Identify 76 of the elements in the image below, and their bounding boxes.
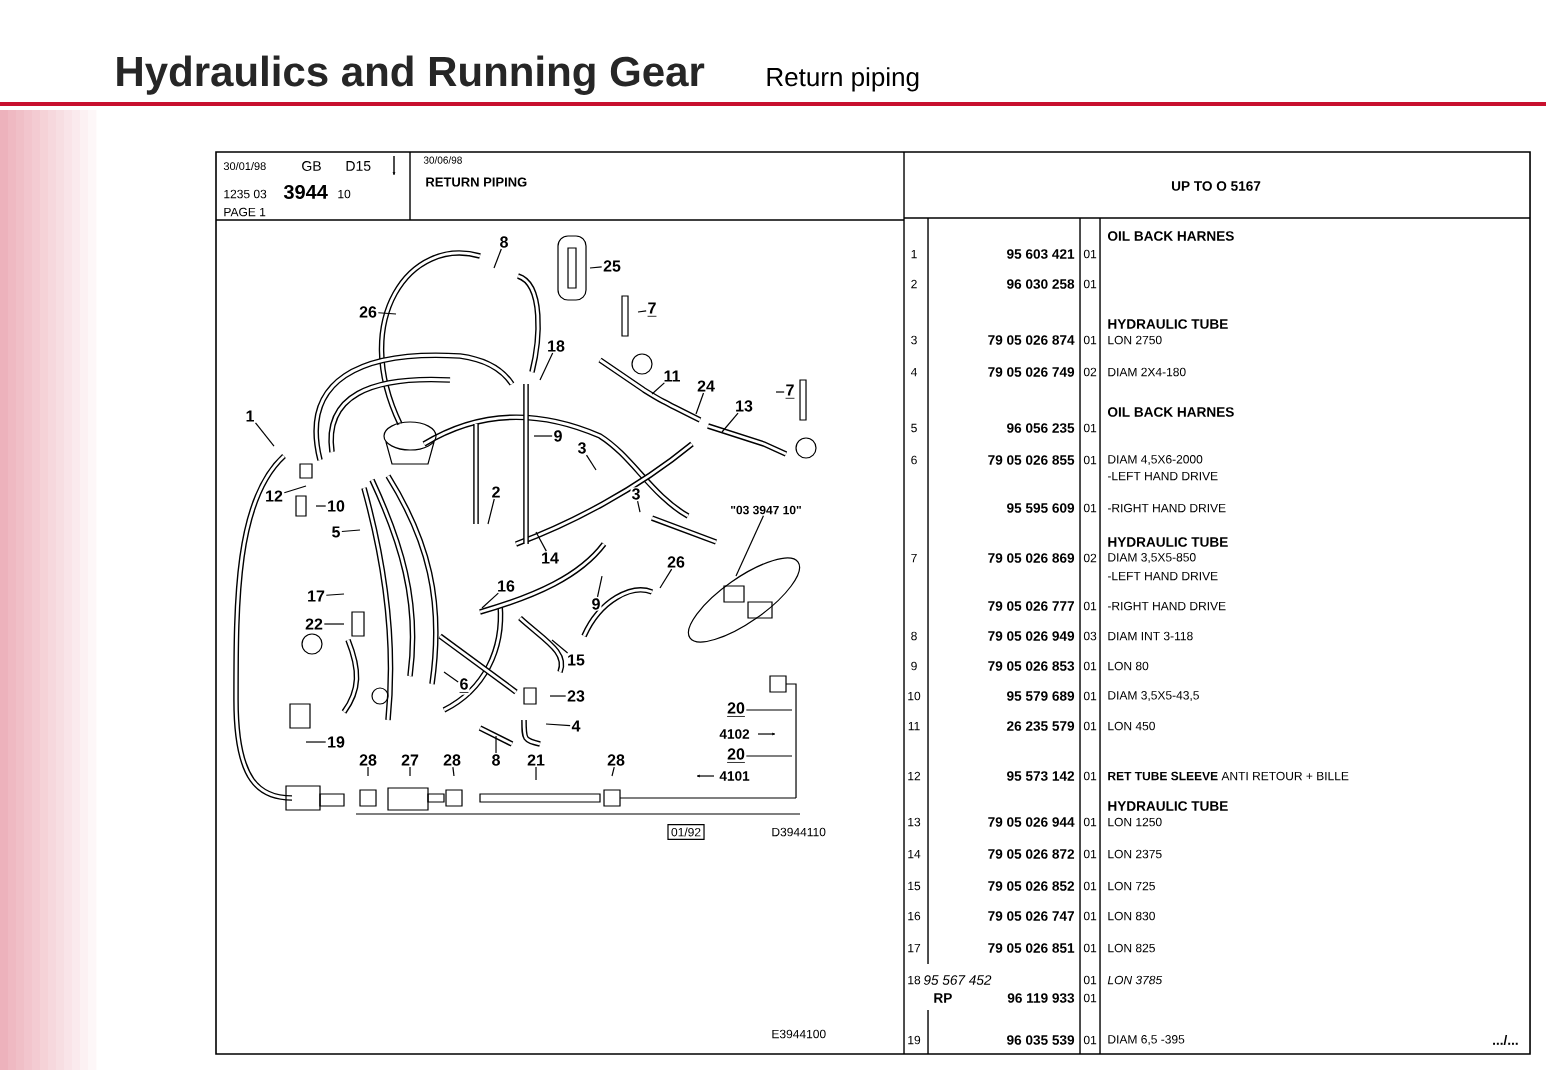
callout-number: 6 (458, 677, 470, 695)
callout-number: 28 (358, 753, 378, 767)
callout-number: 26 (358, 305, 378, 319)
callout-number: 28 (606, 753, 626, 767)
leader-line (367, 766, 369, 777)
callout-number: 19 (326, 735, 346, 749)
callout-number: 3 (576, 441, 588, 455)
leader-line (315, 505, 327, 507)
leader-line (481, 592, 499, 609)
leader-line (409, 766, 411, 777)
callout-number: 17 (306, 589, 326, 603)
leader-line (535, 766, 537, 781)
leader-line (611, 766, 615, 777)
leader-line (637, 310, 647, 313)
callout-number: 4 (570, 719, 582, 733)
callout-number: 8 (498, 235, 510, 249)
callout-number: 13 (734, 399, 754, 413)
leader-line (549, 695, 567, 697)
leader-line (325, 593, 345, 596)
callout-number: 10 (326, 499, 346, 513)
leader-line (585, 454, 597, 471)
leader-line (495, 735, 497, 754)
callout-number: 21 (526, 753, 546, 767)
callout-number: 20 (726, 747, 746, 765)
callout-number: 14 (540, 551, 560, 565)
leader-line (695, 392, 705, 415)
callout-number: 1 (244, 409, 256, 423)
callout-number: 27 (400, 753, 420, 767)
page-subtitle: Return piping (767, 67, 919, 92)
leader-line (487, 498, 495, 525)
leader-line (545, 723, 571, 727)
callout-number: 26 (666, 555, 686, 569)
callout-number: 7 (784, 383, 796, 401)
leader-line (637, 500, 641, 513)
leader-line (721, 412, 739, 433)
leader-line (533, 435, 553, 437)
leader-line (775, 391, 785, 393)
callout-number: 25 (602, 259, 622, 273)
callout-number: 12 (264, 489, 284, 503)
leader-line (305, 741, 327, 743)
leader-line (659, 568, 673, 589)
callout-number: 16 (496, 579, 516, 593)
leader-line (596, 575, 603, 598)
header-text: 3944 (283, 184, 328, 200)
leader-line (323, 623, 345, 625)
callout-number: 23 (566, 689, 586, 703)
leader-line (377, 312, 397, 315)
leader-line (452, 766, 455, 777)
leader-line (735, 515, 765, 577)
callout-number: 11 (662, 369, 682, 383)
callout-number: 20 (726, 701, 746, 719)
page-title: Hydraulics and Running Gear (117, 55, 705, 95)
callout-number: 3 (630, 487, 642, 501)
leader-line (341, 529, 361, 533)
leader-line (551, 639, 569, 654)
callout-number: 15 (566, 653, 586, 667)
callout-number: 5 (330, 525, 342, 539)
leader-line (535, 531, 547, 552)
leader-line (745, 755, 793, 757)
leader-line (589, 266, 603, 269)
callout-number: 2 (490, 485, 502, 499)
callout-number: 18 (546, 339, 566, 353)
leader-line (651, 382, 665, 395)
leader-line (539, 352, 554, 381)
callout-number: 8 (490, 753, 502, 767)
callout-number: 28 (442, 753, 462, 767)
leader-line (493, 248, 502, 269)
callout-number: 22 (304, 617, 324, 631)
callout-number: 7 (646, 301, 658, 319)
callout-number: 9 (590, 597, 602, 611)
leader-line (443, 671, 459, 683)
leader-line (745, 709, 793, 711)
callout-number: 24 (696, 379, 716, 393)
leader-line (283, 485, 307, 494)
callout-number: 9 (552, 429, 564, 443)
leader-line (254, 422, 275, 447)
